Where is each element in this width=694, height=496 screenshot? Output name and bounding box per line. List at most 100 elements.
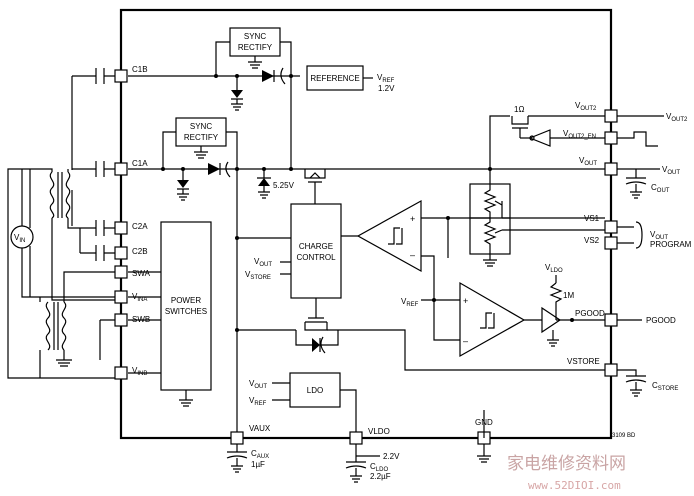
power-switches-label-2: SWITCHES — [165, 307, 207, 316]
diode-icon — [177, 180, 189, 188]
sync-rectify-mid-label-2: RECTIFY — [184, 133, 219, 142]
pin-c2a-label: C2A — [132, 222, 148, 231]
ext-cldo-label: CLDO — [370, 462, 388, 473]
minus-sign: – — [463, 336, 468, 346]
pin-c2b-label: C2B — [132, 247, 148, 256]
pin-vout2-en-label: VOUT2_EN — [563, 129, 596, 140]
plus-sign: + — [410, 214, 415, 224]
ext-program-label: PROGRAM — [650, 240, 692, 249]
pin-vina-label: VINA — [132, 292, 147, 303]
pin-c1b-label: C1B — [132, 65, 148, 74]
pin-swa — [114, 265, 128, 279]
capacitor-icon — [345, 444, 380, 483]
charge-control-label-2: CONTROL — [296, 253, 336, 262]
hysteresis-icon — [480, 312, 495, 329]
pin-swa-label: SWA — [132, 269, 151, 278]
ext-cstore-label: CSTORE — [652, 381, 678, 392]
power-switches-block — [160, 221, 212, 391]
mosfet-icon — [304, 321, 328, 331]
transformer-icon — [45, 301, 51, 351]
transformer-icon — [49, 171, 55, 219]
pin-vout2-en — [604, 131, 618, 145]
pin-pgood-label: PGOOD — [575, 309, 605, 318]
pin-vs1-label: VS1 — [584, 214, 600, 223]
diode-icon — [262, 70, 274, 82]
vref-value: 1.2V — [378, 84, 395, 93]
ext-vout-program-label: VOUT — [650, 230, 668, 241]
pin-vaux — [230, 431, 244, 445]
ext-vout2-label: VOUT2 — [666, 112, 688, 123]
watermark-cn: 家电维修资料网 — [507, 454, 626, 474]
reference-label: REFERENCE — [310, 74, 359, 83]
buffer-icon — [541, 306, 562, 334]
ext-vout-label: VOUT — [662, 165, 680, 176]
pulse-icon — [617, 131, 658, 147]
vldo-pullup-label: VLDO — [545, 263, 563, 274]
ext-cldo-value: 2.2µF — [370, 472, 391, 481]
pin-vs2 — [604, 236, 618, 250]
ldo-vref-label: VREF — [249, 396, 267, 407]
ext-cout-label: COUT — [651, 183, 670, 194]
pin-vstore — [604, 363, 618, 377]
part-code: 3109 BD — [612, 433, 636, 439]
sync-rectify-top-label-2: RECTIFY — [238, 43, 273, 52]
pin-vinb — [114, 366, 128, 380]
pin-c2b — [114, 246, 128, 260]
capacitor-icon — [72, 68, 115, 84]
pin-vout2 — [604, 109, 618, 123]
resistor-icon — [549, 282, 563, 308]
capacitor-icon — [80, 220, 115, 236]
pin-c2a — [114, 221, 128, 235]
ext-caux-value: 1µF — [251, 460, 265, 469]
power-switches-label-1: POWER — [171, 296, 201, 305]
switch-icon — [280, 67, 286, 85]
ldo-vout-label: VOUT — [249, 379, 267, 390]
pin-vout — [604, 162, 618, 176]
comp-vref-label: VREF — [401, 297, 419, 308]
brace-icon — [617, 221, 643, 249]
pin-vinb-label: VINB — [132, 366, 147, 377]
zener-icon — [258, 178, 270, 186]
pin-c1a — [114, 162, 128, 176]
resistor-icon — [483, 169, 497, 260]
hysteresis-icon — [388, 227, 403, 245]
plus-sign: + — [463, 296, 468, 306]
ext-caux-label: CAUX — [251, 449, 269, 460]
capacitor-icon — [80, 245, 115, 261]
pin-vldo-label: VLDO — [368, 427, 390, 436]
ground-icon — [248, 56, 262, 69]
pin-swb-label: SWB — [132, 315, 150, 324]
comparator-block — [356, 199, 422, 273]
capacitor-icon — [72, 161, 115, 177]
charge-control-block — [290, 203, 342, 299]
pin-vstore-label: VSTORE — [567, 357, 600, 366]
diode-icon — [208, 163, 220, 175]
ldo-label: LDO — [307, 386, 323, 395]
ext-vldo-volt: 2.2V — [383, 452, 400, 461]
ext-pgood-label: PGOOD — [646, 316, 676, 325]
cc-vout-label: VOUT — [254, 257, 272, 268]
diode-icon — [231, 90, 243, 98]
sync-rectify-mid-label-1: SYNC — [190, 122, 212, 131]
pin-pgood — [604, 313, 618, 327]
pin-c1a-label: C1A — [132, 159, 148, 168]
mosfet-icon — [308, 181, 322, 204]
pin-swb — [114, 313, 128, 327]
charge-control-label-1: CHARGE — [299, 242, 333, 251]
pin-vs1 — [604, 220, 618, 234]
pin-vout-label: VOUT — [579, 156, 597, 167]
pin-vaux-label: VAUX — [249, 424, 271, 433]
mosfet-icon — [511, 116, 529, 138]
pin-vs2-label: VS2 — [584, 236, 600, 245]
cc-vstore-label: VSTORE — [245, 270, 271, 281]
capacitor-icon — [226, 444, 248, 473]
ic-outline — [119, 8, 613, 440]
watermark-url: www.52DIOI.com — [528, 479, 621, 492]
pin-c1b — [114, 69, 128, 83]
pin-vina — [114, 290, 128, 304]
minus-sign: – — [410, 250, 415, 260]
sync-rectify-top-label-1: SYNC — [244, 32, 266, 41]
capacitor-icon — [617, 369, 647, 397]
capacitor-icon — [617, 168, 660, 199]
